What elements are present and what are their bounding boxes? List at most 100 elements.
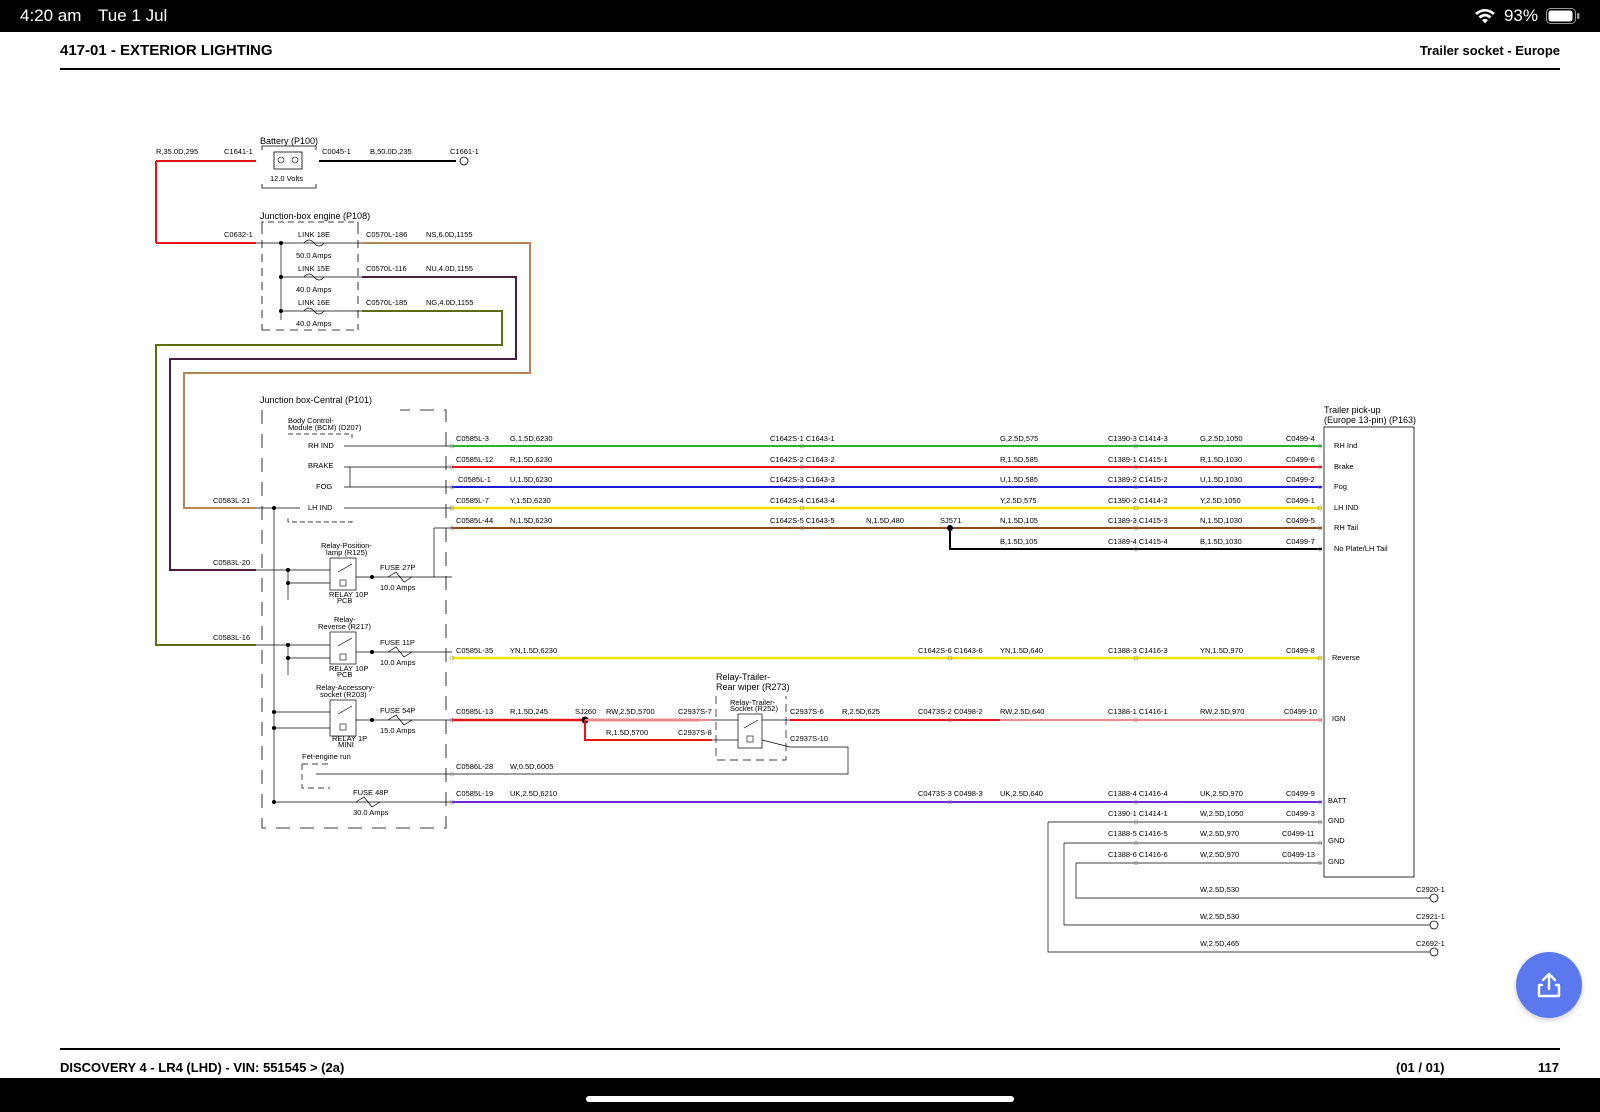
wifi-icon (1474, 9, 1495, 24)
battery-icon (1546, 8, 1580, 24)
fuse-48p-amps: 30.0 Amps (353, 808, 389, 817)
ground-icon (459, 156, 469, 166)
relay-reverse-2: Reverse (R217) (318, 622, 371, 631)
battery-title: Battery (P100) (260, 136, 318, 146)
ground-icon (1429, 920, 1439, 930)
link-18e-wire: NS,6.0D,1155 (426, 230, 473, 239)
conn-label: C1390-3 C1414-3 (1108, 434, 1168, 443)
fuse-54p-label: FUSE 54P (380, 706, 415, 715)
share-button[interactable] (1516, 952, 1582, 1018)
wire-label: N,1.5D,480 (866, 516, 904, 525)
conn-label: C2937S-10 (790, 734, 828, 743)
trailer-title-2: (Europe 13-pin) (P163) (1324, 415, 1416, 425)
conn-label: C0499-3 (1286, 809, 1315, 818)
conn-label: C0499-8 (1286, 646, 1315, 655)
header-rule (60, 68, 1560, 70)
conn-label: C1642S-1 C1643-1 (770, 434, 835, 443)
relay-reverse-type-1: RELAY 10P (329, 664, 368, 673)
circuit-rh-ind: C0585L-3 G,1.5D,6230 C1642S-1 C1643-1 G,… (456, 434, 1357, 450)
fuse-27p-amps: 10.0 Amps (380, 583, 416, 592)
home-indicator[interactable] (586, 1096, 1014, 1102)
conn-label: C0499-7 (1286, 537, 1315, 546)
relay-position-1: Relay-Position- (321, 541, 372, 550)
link-18e-label: LINK 18E (298, 230, 330, 239)
link-16e-amps: 40.0 Amps (296, 319, 332, 328)
conn-label: C1388-4 C1416-4 (1108, 789, 1168, 798)
wire-label: RW,2.5D,640 (1000, 707, 1044, 716)
conn-label: C1642S-2 C1643-2 (770, 455, 835, 464)
conn-label: C0499-13 (1282, 850, 1315, 859)
conn-label: C0586L-28 (456, 762, 493, 771)
relay-position-type-2: PCB (337, 596, 352, 605)
conn-label: C0585L-12 (456, 455, 493, 464)
wire-label: W,2.5D,970 (1200, 829, 1239, 838)
harness-lines (452, 445, 1439, 957)
wire-label: U,1.5D,1030 (1200, 475, 1242, 484)
wiring-diagram: Battery (P100) R,35.0D,295 C1641-1 C0045… (155, 136, 1445, 957)
conn-label: C0499-9 (1286, 789, 1315, 798)
ground-icon (1429, 947, 1439, 957)
fuse-11p-label: FUSE 11P (380, 638, 415, 647)
battery-conn-in: C1641-1 (224, 147, 253, 156)
wire-label: N,1.5D,105 (1000, 516, 1038, 525)
footer-page-count: (01 / 01) (1396, 1060, 1445, 1075)
conn-label: C0499-4 (1286, 434, 1315, 443)
battery-percent: 93% (1503, 6, 1538, 25)
conn-label: C0473S-2 C0498-2 (918, 707, 983, 716)
wire-label: RW,2.5D,5700 (606, 707, 655, 716)
jb-engine-title: Junction-box engine (P108) (260, 211, 370, 221)
page-subtitle: Trailer socket - Europe (1419, 43, 1560, 58)
document-page: 417-01 - EXTERIOR LIGHTING Trailer socke… (0, 32, 1600, 1078)
conn-label: C0499-6 (1286, 455, 1315, 464)
pin-label: RH Ind (1334, 441, 1357, 450)
conn-label: C1642S-6 C1643-6 (918, 646, 983, 655)
wire-label: R,1.5D,245 (510, 707, 548, 716)
wire-label: R,1.5D,5700 (606, 728, 648, 737)
relay-position-2: lamp (R125) (326, 548, 368, 557)
relay-accessory-2: socket (R203) (320, 690, 367, 699)
conn-label: C2937S-6 (790, 707, 824, 716)
pin-label: Fog (1334, 482, 1347, 491)
wire-label: R,2.5D,625 (842, 707, 880, 716)
splice-label: SJ571 (940, 516, 961, 525)
conn-label: C2920-1 (1416, 885, 1445, 894)
wire-label: W,2.5D,970 (1200, 850, 1239, 859)
wire-label: Y,2.5D,1050 (1200, 496, 1241, 505)
fet-label: Fet-engine run (302, 752, 351, 761)
conn-label: C0499-5 (1286, 516, 1315, 525)
relay-rear-title-1: Relay-Trailer- (716, 672, 770, 682)
relay-socket-symbol (737, 713, 763, 749)
conn-label: C2692-1 (1416, 939, 1445, 948)
conn-label: C1389-2 C1415-2 (1108, 475, 1168, 484)
circuit-fet: C0586L-28 W,0.5D,6005 (456, 762, 553, 771)
conn-label: C1388-6 C1416-6 (1108, 850, 1168, 859)
relay-socket-2: Socket (R252) (730, 704, 778, 713)
battery-wire-out: B,50.0D,235 (370, 147, 412, 156)
conn-label: C1390-2 C1414-2 (1108, 496, 1168, 505)
relay-reverse-type-2: PCB (337, 670, 352, 679)
wire-label: N,1.5D,6230 (510, 516, 552, 525)
circuit-reverse: C0585L-35 YN,1.5D,6230 C1642S-6 C1643-6 … (456, 646, 1360, 662)
wire-label: Y,2.5D,575 (1000, 496, 1037, 505)
battery-wire-in: R,35.0D,295 (156, 147, 198, 156)
conn-label: C2921-1 (1416, 912, 1445, 921)
bcm-fog: FOG (316, 482, 332, 491)
conn-label: C1389-1 C1415-1 (1108, 455, 1168, 464)
wire-label: YN,1.5D,970 (1200, 646, 1243, 655)
bcm-title-2: Module (BCM) (D207) (288, 423, 362, 432)
wire-label: U,1.5D,6230 (510, 475, 552, 484)
conn-label: C0499-10 (1284, 707, 1317, 716)
fuse-11p-amps: 10.0 Amps (380, 658, 416, 667)
pin-label: LH IND (1334, 503, 1359, 512)
link-18e-amps: 50.0 Amps (296, 251, 332, 260)
conn-label: C2937S-7 (678, 707, 712, 716)
pin-label: GND (1328, 816, 1345, 825)
wire-label: YN,1.5D,6230 (510, 646, 557, 655)
wire-label: UK,2.5D,640 (1000, 789, 1043, 798)
wire-label: W,2.5D,530 (1200, 885, 1239, 894)
link-15e-amps: 40.0 Amps (296, 285, 332, 294)
link-16e-wire: NG,4.0D,1155 (426, 298, 473, 307)
conn-label: C0585L-7 (456, 496, 489, 505)
trailer-socket-box (1323, 426, 1415, 878)
conn-label: C0585L-13 (456, 707, 493, 716)
